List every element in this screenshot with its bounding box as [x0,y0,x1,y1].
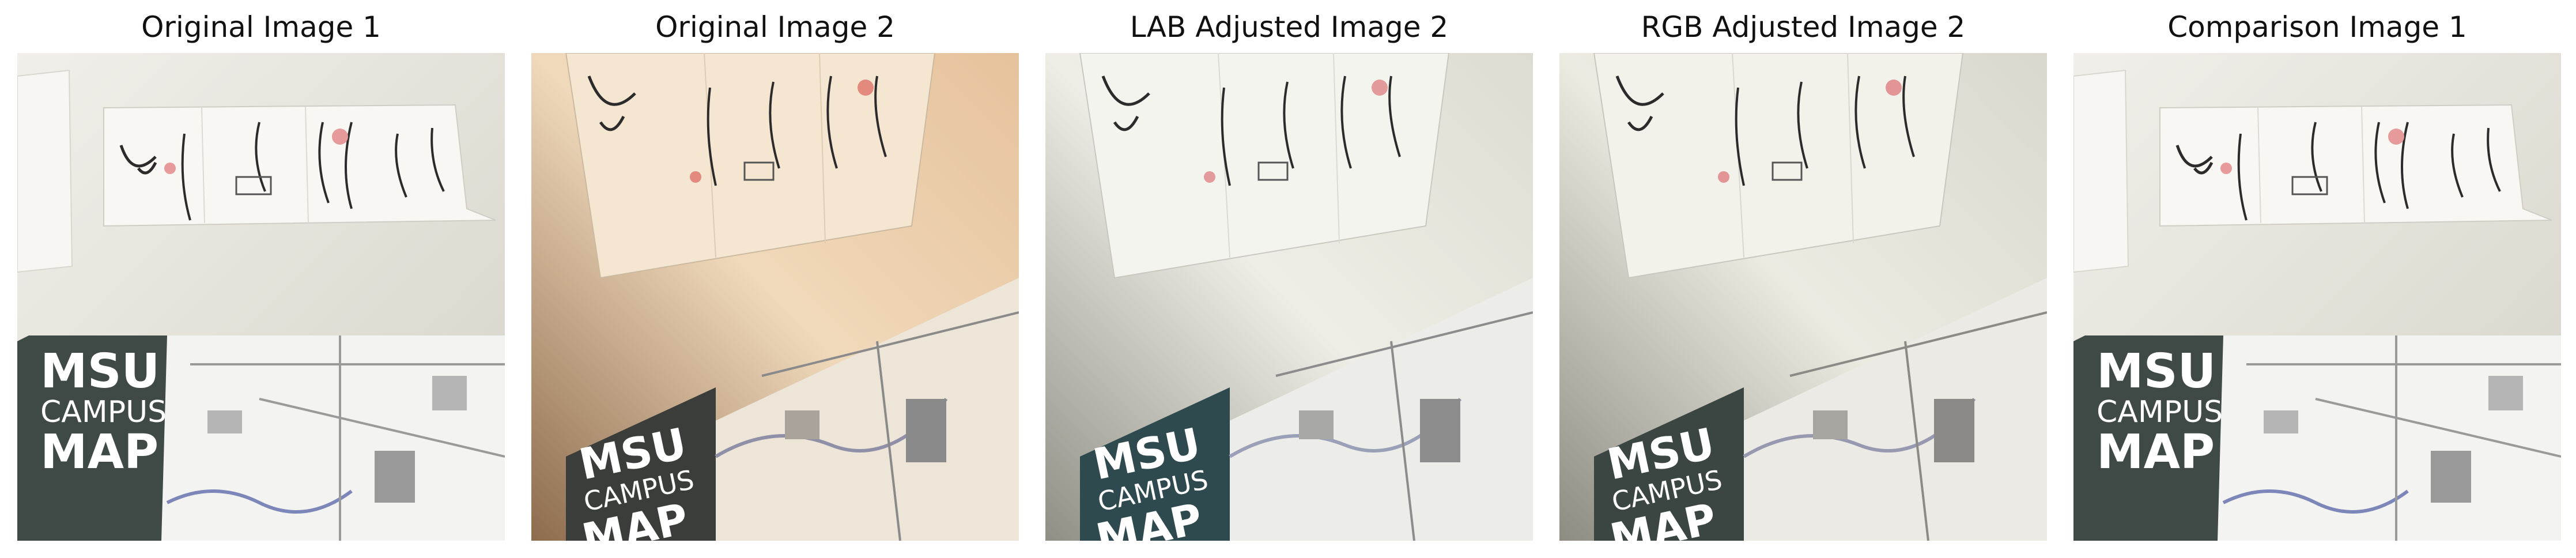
calligraphy-paper [565,53,936,279]
calligraphy-paper [1079,53,1450,279]
pinned-sheet [2073,69,2129,273]
calligraphy-paper [1593,53,1964,279]
poster-title-line-3: MAP [40,425,158,480]
poster-title-line-3: MAP [2097,425,2215,480]
poster-title-line-1: MSU [40,344,160,399]
campus-map: MSU CAMPUS MAP [1080,278,1533,541]
panel-rgb-adjusted-image-2: RGB Adjusted Image 2 MSU CAMPU [1559,0,2047,558]
photo-original-image-2: MSU CAMPUS MAP [531,53,1019,541]
panel-title: Original Image 2 [655,10,895,44]
poster-title-line-1: MSU [2097,344,2216,399]
panel-comparison-image-1: Comparison Image 1 MSU CAMP [2073,0,2561,558]
campus-map: MSU CAMPUS MAP [2073,335,2561,541]
panel-title: RGB Adjusted Image 2 [1641,10,1966,44]
pinned-sheet [17,69,73,273]
photo-rgb-adjusted-image-2: MSU CAMPUS MAP [1559,53,2047,541]
panel-lab-adjusted-image-2: LAB Adjusted Image 2 MSU CAMPU [1045,0,1533,558]
campus-map: MSU CAMPUS MAP [1594,278,2047,541]
panel-original-image-2: Original Image 2 MSU CAMPUS [531,0,1019,558]
photo-lab-adjusted-image-2: MSU CAMPUS MAP [1045,53,1533,541]
panel-title: Comparison Image 1 [2167,10,2467,44]
calligraphy-paper [103,104,496,227]
panel-title: LAB Adjusted Image 2 [1130,10,1449,44]
panel-original-image-1: Original Image 1 M [17,0,505,558]
poster-title-line-2: CAMPUS [2097,395,2223,429]
photo-comparison-image-1: MSU CAMPUS MAP [2073,53,2561,541]
campus-map: MSU CAMPUS MAP [17,335,505,541]
panel-title: Original Image 1 [141,10,381,44]
poster-title-line-2: CAMPUS [40,395,167,429]
photo-original-image-1: MSU CAMPUS MAP [17,53,505,541]
calligraphy-paper [2159,104,2552,227]
